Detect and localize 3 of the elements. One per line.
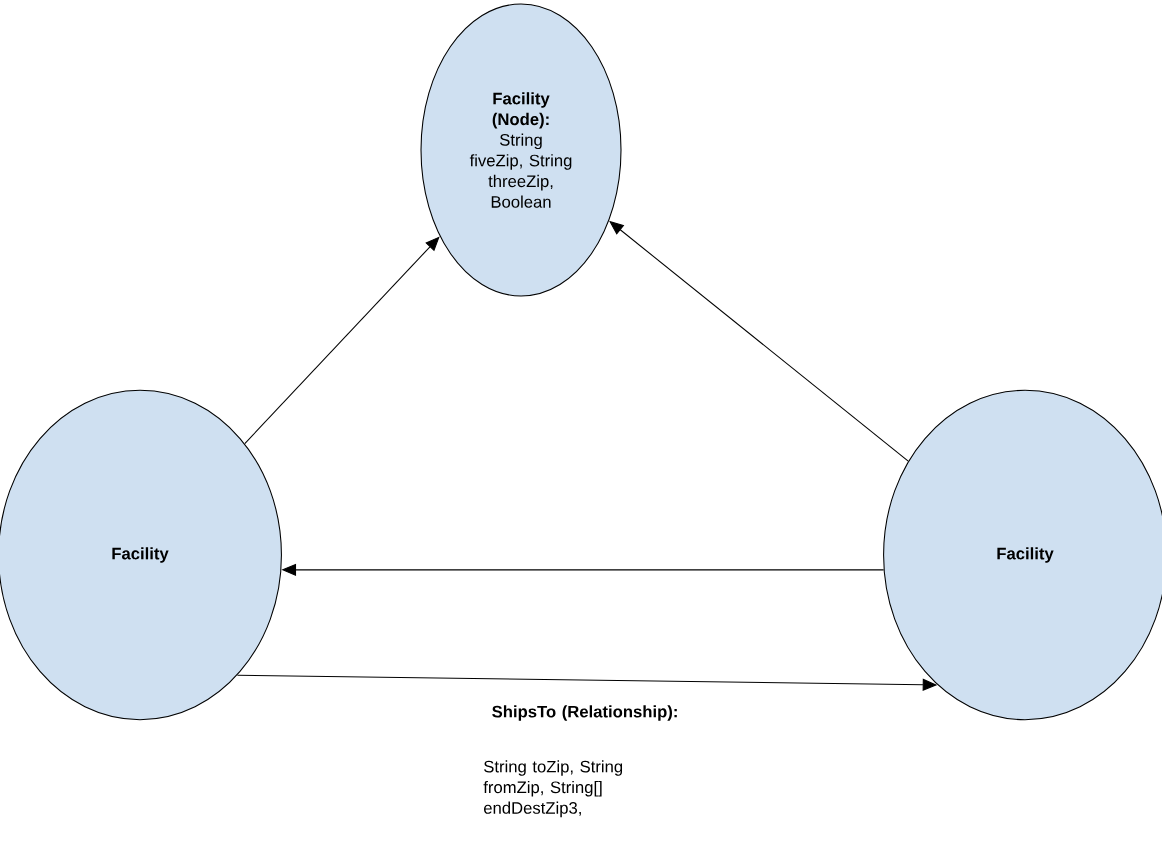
relationship-attributes: String toZip, String fromZip, String[] endDestZip3, — [483, 760, 623, 818]
relationship-heading: ShipsTo (Relationship): — [492, 705, 677, 721]
arrow — [244, 236, 440, 445]
